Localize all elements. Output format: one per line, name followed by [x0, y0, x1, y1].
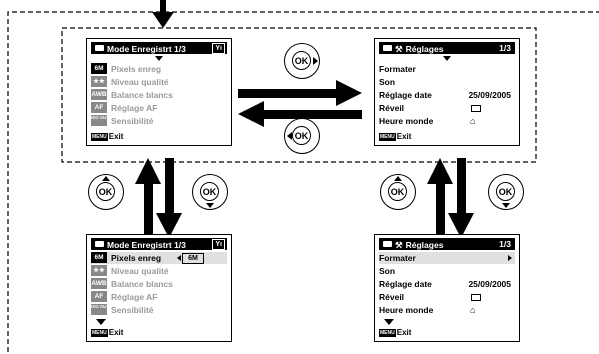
- arrow-right-icon: [508, 255, 512, 261]
- ok-right-button[interactable]: OK: [284, 43, 320, 79]
- arrow-right-icon: [313, 57, 318, 65]
- menu-header: Mode Enregistrt 1/3 Yı: [91, 42, 227, 54]
- menu-item[interactable]: ISO AUTO Sensibilité: [91, 304, 154, 315]
- menu-title: Mode Enregistrt 1/3: [107, 239, 186, 250]
- ok-label: OK: [292, 51, 311, 70]
- menu-title: Mode Enregistrt 1/3: [107, 43, 186, 54]
- wrench-icon: ⚒: [395, 43, 403, 54]
- ok-down-button[interactable]: OK: [192, 174, 228, 210]
- af-icon: AF: [91, 291, 107, 302]
- ok-label: OK: [496, 182, 515, 201]
- ok-up-button[interactable]: OK: [88, 174, 124, 210]
- home-icon: ⌂: [470, 116, 476, 126]
- menu-item[interactable]: AF Réglage AF: [91, 291, 227, 303]
- setup-menu-screen-top: ⚒Réglages 1/3 Formater Son Réglage date …: [374, 38, 520, 146]
- menu-item[interactable]: ★★ Niveau qualité: [91, 265, 227, 277]
- tool-tab-icon[interactable]: Yı: [212, 43, 225, 54]
- awb-icon: AWB: [91, 278, 107, 289]
- chevron-down-icon: [155, 56, 163, 61]
- menu-title: Réglages: [405, 43, 444, 54]
- menu-item[interactable]: Heure monde ⌂: [379, 116, 476, 126]
- date-value: 25/09/2005: [468, 279, 511, 289]
- clock-icon: [471, 105, 481, 112]
- menu-item[interactable]: Son: [379, 77, 396, 87]
- menu-item-selected[interactable]: 6M Pixels enreg 6M: [91, 252, 227, 264]
- awb-icon: AWB: [91, 89, 107, 100]
- rec-menu-screen-bottom: Mode Enregistrt 1/3 Yı 6M Pixels enreg 6…: [86, 234, 232, 342]
- menu-item[interactable]: Réglage date 25/09/2005: [379, 90, 511, 100]
- menu-item[interactable]: ★★ Niveau qualité: [91, 76, 227, 88]
- menu-item[interactable]: ISO AUTO Sensibilité: [91, 115, 154, 126]
- tool-tab-icon[interactable]: Yı: [212, 239, 225, 250]
- menu-header: ⚒Réglages 1/3: [379, 238, 515, 250]
- page-indicator: 1/3: [499, 239, 511, 249]
- scroll-down-icon: [96, 319, 106, 325]
- af-icon: AF: [91, 102, 107, 113]
- pixels-icon: 6M: [91, 63, 107, 74]
- menu-item[interactable]: Heure monde ⌂: [379, 305, 476, 315]
- ok-left-button[interactable]: OK: [284, 118, 320, 154]
- scroll-down-icon: [384, 319, 394, 325]
- arrow-down-icon: [206, 203, 214, 208]
- quality-icon: ★★: [91, 76, 107, 87]
- menu-header: ⚒Réglages 1/3: [379, 42, 515, 54]
- iso-icon: ISO AUTO: [91, 304, 113, 315]
- menu-item[interactable]: Réveil: [379, 291, 515, 303]
- menu-item[interactable]: Réglage date 25/09/2005: [379, 279, 511, 289]
- pixels-icon: 6M: [91, 252, 107, 263]
- arrow-left-icon: [177, 255, 181, 261]
- rec-menu-screen-top: Mode Enregistrt 1/3 Yı 6M Pixels enreg ★…: [86, 38, 232, 146]
- menu-item[interactable]: 6M Pixels enreg: [91, 63, 227, 75]
- menu-item[interactable]: AF Réglage AF: [91, 102, 227, 114]
- arrow-up-icon: [102, 176, 110, 181]
- ok-label: OK: [200, 182, 219, 201]
- quality-icon: ★★: [91, 265, 107, 276]
- menu-item-selected[interactable]: Formater: [379, 252, 515, 264]
- setup-menu-screen-bottom: ⚒Réglages 1/3 Formater Son Réglage date …: [374, 234, 520, 342]
- iso-icon: ISO AUTO: [91, 115, 113, 126]
- date-value: 25/09/2005: [468, 90, 511, 100]
- camera-icon: [383, 240, 392, 247]
- menu-item[interactable]: Formater: [379, 64, 416, 74]
- arrow-down-icon: [502, 203, 510, 208]
- ok-label: OK: [388, 182, 407, 201]
- menu-item[interactable]: Réveil: [379, 102, 515, 114]
- camera-icon: [95, 44, 104, 51]
- camera-icon: [383, 44, 392, 51]
- menu-item[interactable]: AWB Balance blancs: [91, 278, 173, 289]
- chevron-down-icon: [443, 56, 451, 61]
- home-icon: ⌂: [470, 305, 476, 315]
- page-indicator: 1/3: [499, 43, 511, 53]
- wrench-icon: ⚒: [395, 239, 403, 250]
- menu-item[interactable]: AWB Balance blancs: [91, 89, 173, 100]
- menu-item[interactable]: Son: [379, 266, 396, 276]
- camera-icon: [95, 240, 104, 247]
- ok-up-button[interactable]: OK: [380, 174, 416, 210]
- clock-icon: [471, 294, 481, 301]
- selected-value: 6M: [182, 253, 204, 264]
- menu-title: Réglages: [405, 239, 444, 250]
- ok-label: OK: [292, 126, 311, 145]
- arrow-left-icon: [287, 132, 292, 140]
- ok-down-button[interactable]: OK: [488, 174, 524, 210]
- ok-label: OK: [96, 182, 115, 201]
- menu-header: Mode Enregistrt 1/3 Yı: [91, 238, 227, 250]
- arrow-up-icon: [394, 176, 402, 181]
